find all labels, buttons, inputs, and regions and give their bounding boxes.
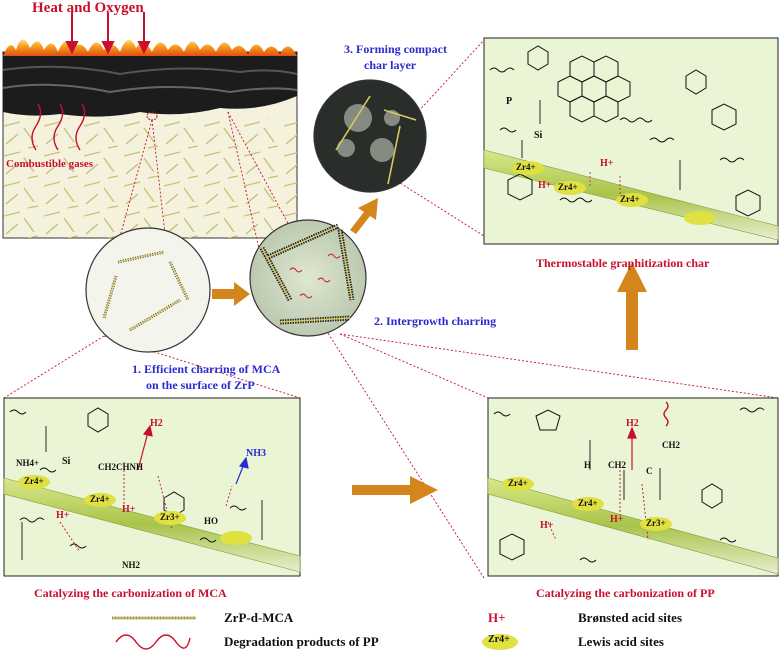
step3-label-line2: char layer xyxy=(364,58,417,72)
step1-label-line2: on the surface of ZrP xyxy=(146,378,255,392)
polyaromatic-rings xyxy=(507,55,761,217)
mca-h2: H2 xyxy=(150,418,163,429)
char-zr4-badge-2: Zr4+ xyxy=(558,182,578,192)
mca-caption: Catalyzing the carbonization of MCA xyxy=(34,586,227,600)
arrow-step2-to-3 xyxy=(350,198,378,234)
gas-arrows xyxy=(31,103,86,151)
panel-mca-carbonization xyxy=(3,397,301,577)
flame-graphic xyxy=(3,39,297,56)
circle-step3 xyxy=(313,79,427,193)
arrow-step1-to-2 xyxy=(212,282,250,306)
pp-zr4-badge: Zr4+ xyxy=(508,478,528,488)
mca-zr4-badge-2: Zr4+ xyxy=(90,494,110,504)
pp-c: C xyxy=(646,466,653,476)
mca-ho: HO xyxy=(204,516,219,526)
arrow-mca-to-pp xyxy=(352,476,438,504)
char-zr4-badge: Zr4+ xyxy=(516,162,536,172)
triazine-rings xyxy=(87,407,185,517)
legend-bronsted-label: Brønsted acid sites xyxy=(578,610,682,625)
legend-zr-badge xyxy=(482,634,518,650)
zrp-sheet xyxy=(3,477,301,573)
mca-zr3-badge: Zr3+ xyxy=(160,512,180,522)
heat-oxygen-label: Heat and Oxygen xyxy=(32,0,144,16)
legend-h-symbol: H+ xyxy=(488,610,506,625)
mca-h-plus-2: H+ xyxy=(56,510,70,521)
progress-arrows xyxy=(212,198,647,504)
pp-h: H xyxy=(584,460,592,470)
char-caption: Thermostable graphitization char xyxy=(536,256,710,270)
step2-label: 2. Intergrowth charring xyxy=(374,314,497,328)
mca-h-plus: H+ xyxy=(122,504,136,515)
char-p: P xyxy=(506,96,513,107)
heat-arrows xyxy=(65,12,151,55)
circle-step1 xyxy=(85,227,211,353)
pp-h-plus: H+ xyxy=(610,514,624,525)
char-zr3-badge: Zr4+ xyxy=(620,194,640,204)
pp-zr3-badge: Zr3+ xyxy=(646,518,666,528)
pp-ch2-top: CH2 xyxy=(662,440,680,450)
pp-ch2: CH2 xyxy=(608,460,626,470)
zrp-sheet xyxy=(487,477,779,575)
pp-h2: H2 xyxy=(626,418,639,429)
arrow-pp-to-char xyxy=(617,262,647,350)
legend-lewis-label: Lewis acid sites xyxy=(578,634,664,649)
mca-nh4: NH4+ xyxy=(16,458,40,468)
pp-zr4-badge-2: Zr4+ xyxy=(578,498,598,508)
pp-h-plus-2: H+ xyxy=(540,520,554,531)
step3-label-line1: 3. Forming compact xyxy=(344,42,447,56)
legend-pp-symbol xyxy=(115,634,191,650)
legend-zr-symbol: Zr4+ xyxy=(488,634,510,645)
mca-si: Si xyxy=(62,456,71,467)
combustible-gases-label: Combustible gases xyxy=(6,158,94,170)
mca-nh3: NH3 xyxy=(246,448,266,459)
char-h-plus-2: H+ xyxy=(538,180,552,191)
legend-pp-label: Degradation products of PP xyxy=(224,634,379,649)
polymer-matrix xyxy=(3,118,297,238)
char-layer-image xyxy=(2,12,298,239)
step1-label-line1: 1. Efficient charring of MCA xyxy=(132,362,281,376)
pp-caption: Catalyzing the carbonization of PP xyxy=(536,586,715,600)
panel-graphitized-char xyxy=(483,37,779,245)
mca-chain-label: CH2CHNH xyxy=(98,462,143,472)
circle-step2 xyxy=(249,219,367,337)
char-si: Si xyxy=(534,130,543,141)
legend-zrp-label: ZrP-d-MCA xyxy=(224,610,294,625)
mca-zr4-badge: Zr4+ xyxy=(24,476,44,486)
mca-nh2: NH2 xyxy=(122,560,140,570)
char-h-plus: H+ xyxy=(600,158,614,169)
panel-pp-carbonization xyxy=(487,397,779,577)
